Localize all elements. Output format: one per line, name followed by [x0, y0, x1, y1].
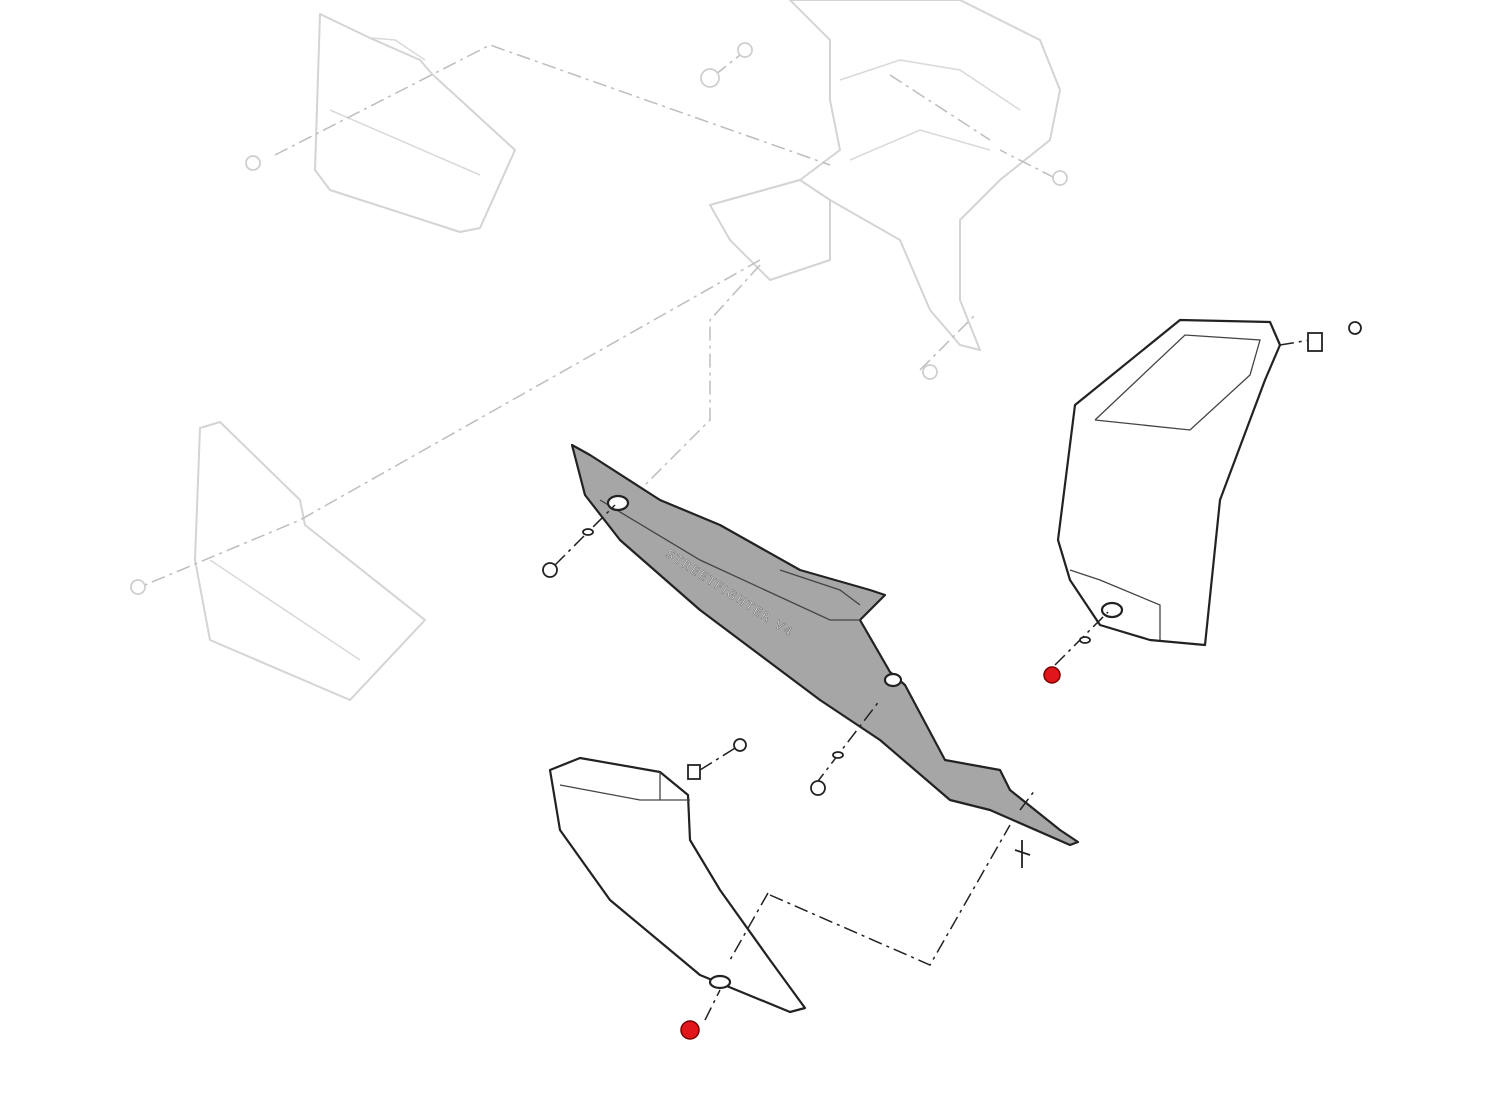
fasteners: [542, 504, 1109, 1040]
right-tail-cover: [1056, 318, 1282, 647]
screw: [1348, 321, 1362, 335]
faded-screws: [130, 42, 1068, 595]
red-screw-right: [1043, 666, 1061, 684]
clip-nut: [1307, 332, 1323, 352]
faded-side-panel-top-left: [314, 13, 516, 233]
red-screw-bottom: [680, 1020, 700, 1040]
lower-left-tail-cover: [548, 756, 807, 1014]
faded-side-panel-left: [194, 421, 426, 701]
faded-frame-assembly: [709, 0, 1061, 351]
